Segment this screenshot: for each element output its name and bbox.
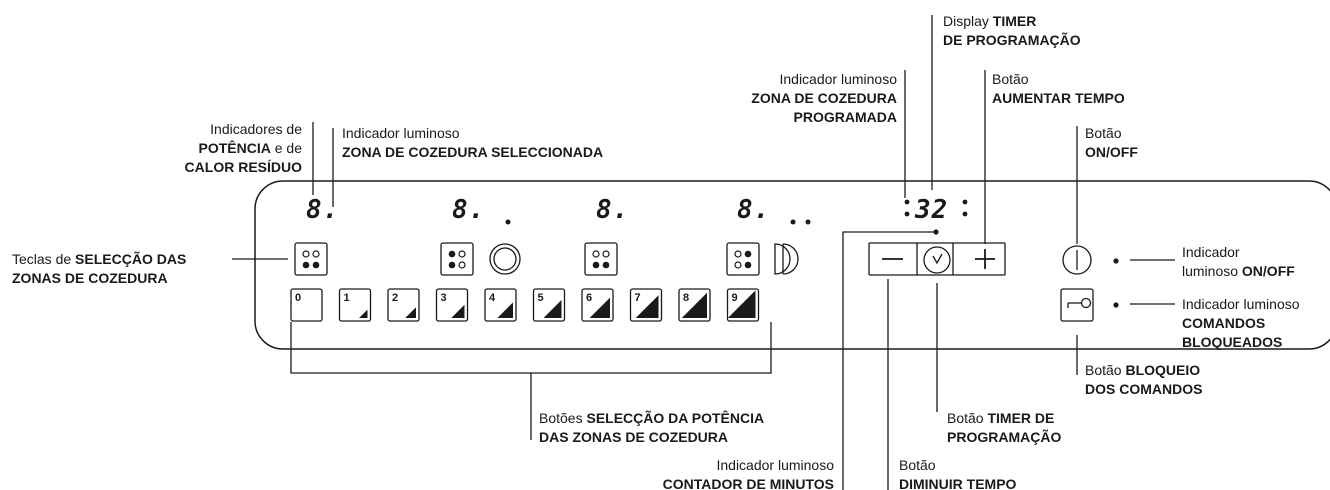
power-level-button-7[interactable]: 7: [629, 288, 663, 322]
power-level-triangle-5: [543, 300, 562, 318]
leader-minute-counter: [842, 231, 935, 490]
label-decrease-time: Botão DIMINUIR TEMPO: [899, 457, 1017, 490]
power-level-number: 9: [732, 292, 738, 304]
onoff-led: [1113, 258, 1119, 264]
round-cooking-zone-icon: [489, 243, 521, 275]
dual-cooking-zone-icon: [774, 243, 791, 275]
label-timer-button: Botão TIMER DE PROGRAMAÇÃO: [947, 410, 1062, 445]
label-onoff-button: Botão ON/OFF: [1085, 125, 1138, 160]
power-level-triangle-2: [405, 307, 416, 318]
power-level-number: 4: [489, 292, 496, 304]
zone3-select-key: [584, 242, 618, 276]
power-level-number: 7: [635, 292, 641, 304]
zone3-display: 8.: [596, 195, 630, 225]
power-level-number: 0: [295, 292, 301, 304]
power-level-button-3[interactable]: 3: [435, 288, 469, 322]
zone4-display: 8.: [737, 195, 771, 225]
label-zone-programmed: Indicador luminoso ZONA DE COZEDURA PROG…: [751, 71, 897, 125]
power-level-button-2[interactable]: 2: [387, 288, 420, 322]
minute-counter-led: [933, 229, 939, 235]
power-level-triangle-3: [451, 304, 465, 318]
power-level-number: 3: [441, 292, 447, 304]
power-level-triangle-8: [681, 292, 707, 318]
label-timer-display: Display TIMER DE PROGRAMAÇÃO: [943, 13, 1081, 48]
zone4-select-key: [726, 242, 760, 276]
power-level-button-1[interactable]: 1: [338, 288, 372, 322]
zone2-select-key: [440, 242, 474, 276]
decrease-time-button: [868, 242, 1006, 276]
power-level-number: 6: [586, 292, 592, 304]
power-level-button-5[interactable]: 5: [532, 288, 566, 322]
key-lock-icon: [1060, 288, 1094, 322]
power-level-button-0[interactable]: 0: [290, 288, 323, 322]
zone2-display: 8.: [452, 195, 486, 225]
power-level-triangle-6: [589, 297, 610, 318]
label-zone-keys: Teclas de SELECÇÃO DAS ZONAS DE COZEDURA: [12, 251, 187, 286]
power-level-button-6[interactable]: 6: [581, 288, 614, 322]
power-level-triangle-4: [497, 302, 513, 318]
panel-outline: [254, 180, 1330, 350]
zone2-programmed-led: [505, 219, 511, 225]
power-level-triangle-7: [635, 295, 659, 318]
label-zone-selected: Indicador luminoso ZONA DE COZEDURA SELE…: [342, 125, 604, 160]
zone1-select-key: [294, 242, 328, 276]
label-lock-button: Botão BLOQUEIO DOS COMANDOS: [1085, 362, 1203, 397]
label-onoff-indicator: Indicador luminoso ON/OFF: [1182, 244, 1295, 279]
power-level-number: 2: [392, 292, 398, 304]
zone4-led-1: [790, 219, 796, 225]
power-level-number: 5: [538, 292, 544, 304]
power-level-button-8[interactable]: 8: [678, 288, 711, 322]
leader-power-bracket: [290, 322, 772, 374]
power-level-buttons: 0 1 2 3 4 5 6 7 8 9: [290, 288, 760, 322]
zone4-led-2: [805, 219, 811, 225]
power-level-triangle-9: [727, 290, 756, 318]
label-power-select: Botões SELECÇÃO DA POTÊNCIA DAS ZONAS DE…: [539, 410, 765, 445]
power-icon: [1062, 245, 1092, 275]
label-locked-indicator: Indicador luminoso COMANDOS BLOQUEADOS: [1182, 296, 1300, 350]
label-increase-time: Botão AUMENTAR TEMPO: [992, 71, 1125, 106]
label-minute-counter: Indicador luminoso CONTADOR DE MINUTOS: [662, 457, 834, 490]
timer-display: 32: [915, 195, 949, 225]
power-level-button-4[interactable]: 4: [484, 288, 517, 322]
power-level-button-9[interactable]: 9: [726, 288, 760, 322]
locked-led: [1113, 302, 1119, 308]
power-level-triangle-1: [359, 309, 368, 318]
zone1-display: 8.: [306, 195, 340, 225]
power-level-number: 8: [683, 292, 689, 304]
clock-icon: [923, 246, 951, 274]
power-level-number: 1: [344, 292, 350, 304]
label-power-indicators: Indicadores de POTÊNCIA e de CALOR RESÍD…: [184, 121, 302, 175]
